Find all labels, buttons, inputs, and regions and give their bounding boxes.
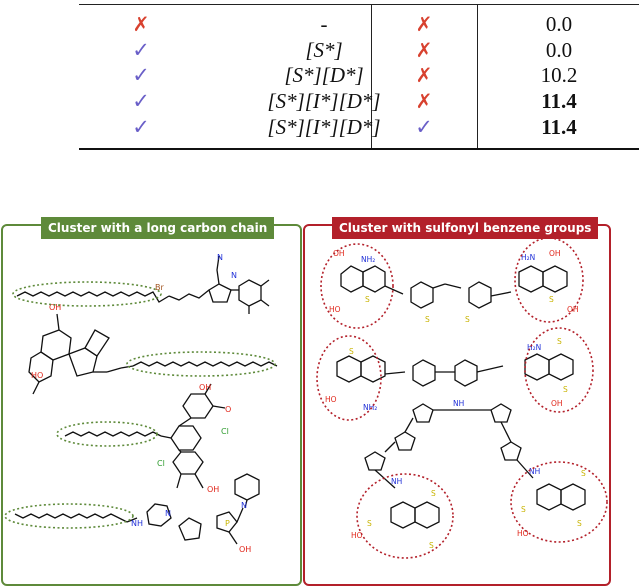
cross-mark-icon: ✗ — [415, 89, 433, 113]
svg-text:S: S — [425, 315, 430, 324]
svg-text:N: N — [241, 501, 247, 510]
svg-text:NH: NH — [529, 467, 540, 476]
check-mark-icon: ✓ — [132, 89, 150, 113]
svg-text:N: N — [165, 509, 171, 518]
panel-title: Cluster with sulfonyl benzene groups — [332, 217, 599, 239]
svg-text:NH: NH — [453, 399, 464, 408]
svg-text:O: O — [225, 405, 231, 414]
svg-text:Cl: Cl — [157, 459, 165, 468]
table-bottom-rule — [79, 148, 639, 150]
svg-text:OH: OH — [239, 545, 251, 554]
chain-highlight — [4, 503, 134, 529]
table-cell-score: 10.2 — [540, 63, 578, 87]
svg-text:N: N — [217, 253, 223, 262]
panel-title: Cluster with a long carbon chain — [41, 217, 275, 239]
chain-highlight — [126, 351, 276, 377]
svg-text:S: S — [563, 385, 568, 394]
svg-text:H₂N: H₂N — [527, 343, 541, 352]
table-cell-score: 0.0 — [545, 38, 573, 62]
svg-text:HO: HO — [517, 529, 529, 538]
chain-highlight — [56, 421, 158, 447]
sulfonyl-group-highlight — [524, 327, 594, 413]
table-column-divider — [477, 5, 478, 148]
svg-text:OH: OH — [551, 399, 563, 408]
bromine-atom-label: Br — [155, 283, 164, 292]
svg-text:NH: NH — [391, 477, 402, 486]
cross-mark-icon: ✗ — [415, 38, 433, 62]
table-cell-score: 11.4 — [541, 89, 577, 113]
svg-text:S: S — [581, 469, 586, 478]
table-cell-tokens: [S*][D*] — [284, 63, 364, 87]
amine-label: NH₂ — [361, 255, 375, 264]
svg-text:S: S — [431, 489, 436, 498]
chain-highlight — [12, 281, 162, 307]
sulfonyl-group-highlight — [510, 461, 608, 543]
svg-text:OH: OH — [549, 249, 561, 258]
molecule-drawing: NH₂ OH H₂N OH S HO S S S OH S HO NH₂ H₂N… — [316, 237, 608, 559]
table-cell-tokens: [S*] — [305, 38, 343, 62]
sulfonyl-group-highlight — [320, 243, 394, 329]
results-table: ✗ - ✗ 0.0 ✓ [S*] ✗ 0.0 ✓ [S*][D*] ✗ 10.2… — [79, 0, 639, 152]
svg-text:S: S — [521, 505, 526, 514]
chlorine-atom-label: Cl — [221, 427, 229, 436]
svg-text:HO: HO — [325, 395, 337, 404]
table-cell-tokens: [S*][I*][D*] — [267, 115, 381, 139]
svg-text:S: S — [577, 519, 582, 528]
check-mark-icon: ✓ — [132, 38, 150, 62]
check-mark-icon: ✓ — [415, 115, 433, 139]
svg-text:NH₂: NH₂ — [363, 403, 377, 412]
table-cell-tokens: - — [320, 12, 328, 36]
cross-mark-icon: ✗ — [415, 12, 433, 36]
sulfonyl-group-highlight — [356, 473, 454, 559]
svg-text:OH: OH — [333, 249, 345, 258]
svg-text:S: S — [367, 519, 372, 528]
cross-mark-icon: ✗ — [132, 12, 150, 36]
long-carbon-chain-cluster-panel: Cluster with a long carbon chain — [1, 217, 302, 586]
table-cell-score: 11.4 — [541, 115, 577, 139]
table-top-rule — [79, 4, 639, 5]
svg-text:S: S — [549, 295, 554, 304]
cross-mark-icon: ✗ — [415, 63, 433, 87]
svg-text:S: S — [349, 347, 354, 356]
table-cell-score: 0.0 — [545, 12, 573, 36]
svg-text:S: S — [557, 337, 562, 346]
svg-text:HO: HO — [329, 305, 341, 314]
sulfonyl-benzene-cluster-panel: Cluster with sulfonyl benzene groups — [303, 217, 611, 586]
table-cell-tokens: [S*][I*][D*] — [267, 89, 381, 113]
svg-text:OH: OH — [49, 303, 61, 312]
svg-text:S: S — [429, 541, 434, 550]
svg-text:OH: OH — [199, 383, 211, 392]
check-mark-icon: ✓ — [132, 115, 150, 139]
sulfonyl-group-highlight — [514, 237, 584, 323]
svg-text:H₂N: H₂N — [521, 253, 535, 262]
svg-text:S: S — [365, 295, 370, 304]
sulfonyl-group-highlight — [316, 335, 382, 421]
svg-text:S: S — [465, 315, 470, 324]
svg-text:NH: NH — [131, 519, 143, 528]
check-mark-icon: ✓ — [132, 63, 150, 87]
svg-text:P: P — [225, 519, 230, 528]
svg-text:N: N — [231, 271, 237, 280]
svg-text:OH: OH — [207, 485, 219, 494]
svg-text:HO: HO — [31, 371, 43, 380]
molecule-drawing: Br OH HO OH O Cl Cl OH NH N P N N N OH — [4, 253, 278, 554]
svg-text:HO: HO — [351, 531, 363, 540]
table-column-divider — [371, 5, 372, 148]
